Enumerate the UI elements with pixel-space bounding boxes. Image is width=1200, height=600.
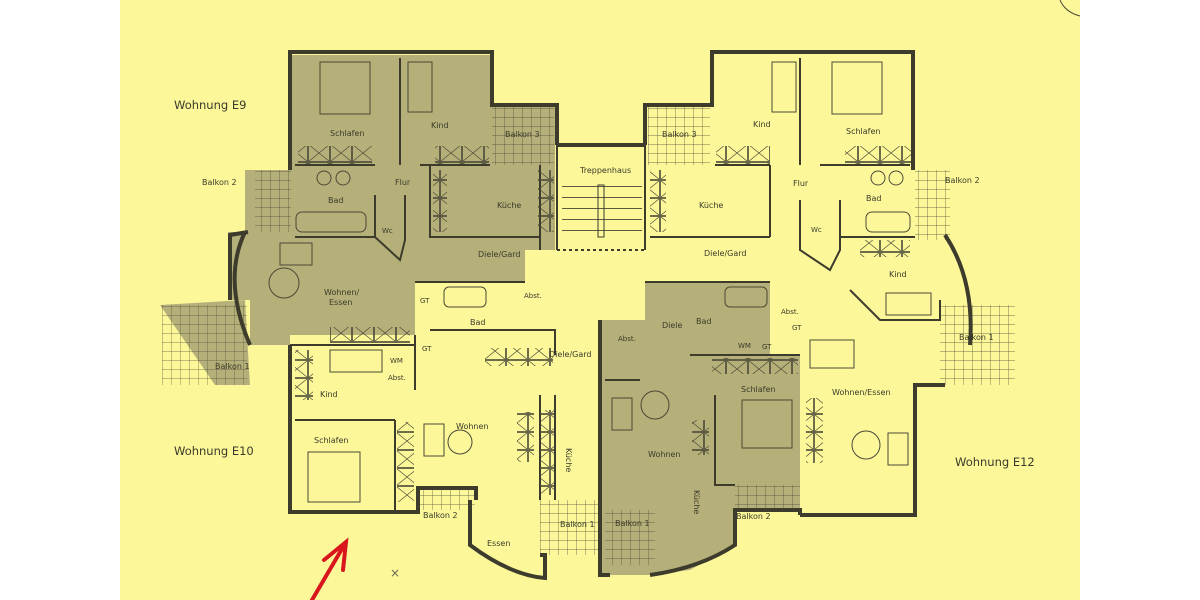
svg-text:Balkon 1: Balkon 1 xyxy=(959,333,994,342)
svg-text:Abst.: Abst. xyxy=(524,292,542,300)
svg-text:Kind: Kind xyxy=(889,270,907,279)
svg-text:WM: WM xyxy=(738,342,751,350)
unit-label-e10: Wohnung E10 xyxy=(174,444,254,458)
corner-arc xyxy=(1059,0,1081,17)
svg-text:Wc: Wc xyxy=(811,226,822,234)
svg-text:Balkon 2: Balkon 2 xyxy=(736,512,771,521)
svg-text:GT: GT xyxy=(422,345,432,353)
svg-text:Schlafen: Schlafen xyxy=(846,127,880,136)
svg-text:GT: GT xyxy=(420,297,430,305)
svg-text:Flur: Flur xyxy=(395,178,411,187)
svg-text:GT: GT xyxy=(762,343,772,351)
unit-label-e9: Wohnung E9 xyxy=(174,98,246,112)
svg-text:Wc: Wc xyxy=(382,227,393,235)
svg-text:Abst.: Abst. xyxy=(388,374,406,382)
svg-text:Wohnen: Wohnen xyxy=(648,450,680,459)
svg-text:Bad: Bad xyxy=(866,194,881,203)
svg-text:Balkon 2: Balkon 2 xyxy=(423,511,458,520)
svg-text:Bad: Bad xyxy=(696,317,711,326)
svg-text:Balkon 1: Balkon 1 xyxy=(215,362,250,371)
svg-text:Küche: Küche xyxy=(564,448,573,472)
svg-text:Balkon 3: Balkon 3 xyxy=(505,130,540,139)
svg-text:Kind: Kind xyxy=(320,390,338,399)
svg-text:Wohnen/Essen: Wohnen/Essen xyxy=(832,388,891,397)
staircase xyxy=(562,178,642,238)
unit-e9 xyxy=(160,55,555,385)
svg-text:Diele/Gard: Diele/Gard xyxy=(478,250,520,259)
svg-text:Essen: Essen xyxy=(487,539,510,548)
svg-text:Küche: Küche xyxy=(692,490,701,514)
svg-text:Balkon 2: Balkon 2 xyxy=(945,176,980,185)
stair-rail xyxy=(597,184,605,238)
svg-text:Abst.: Abst. xyxy=(618,335,636,343)
balconies xyxy=(420,105,1015,555)
svg-text:Schlafen: Schlafen xyxy=(741,385,775,394)
svg-text:Kind: Kind xyxy=(753,120,771,129)
svg-text:WM: WM xyxy=(390,357,403,365)
walls xyxy=(228,50,973,581)
svg-text:Diele/Gard: Diele/Gard xyxy=(549,350,591,359)
svg-text:Diele/Gard: Diele/Gard xyxy=(704,249,746,258)
furniture xyxy=(268,61,932,503)
svg-text:Abst.: Abst. xyxy=(781,308,799,316)
svg-text:Diele: Diele xyxy=(662,321,683,330)
svg-text:Wohnen: Wohnen xyxy=(456,422,488,431)
svg-text:Küche: Küche xyxy=(699,201,723,210)
svg-text:Balkon 1: Balkon 1 xyxy=(560,520,595,529)
svg-text:Flur: Flur xyxy=(793,179,809,188)
svg-text:Bad: Bad xyxy=(470,318,485,327)
x-mark: × xyxy=(390,566,400,580)
svg-text:Schlafen: Schlafen xyxy=(314,436,348,445)
interior-walls xyxy=(290,58,941,512)
north-arrow xyxy=(310,537,349,600)
unit-label-e12: Wohnung E12 xyxy=(955,455,1035,469)
svg-text:Bad: Bad xyxy=(328,196,343,205)
svg-text:Wohnen/: Wohnen/ xyxy=(324,288,359,297)
svg-text:Essen: Essen xyxy=(329,298,352,307)
svg-text:Schlafen: Schlafen xyxy=(330,129,364,138)
svg-text:Kind: Kind xyxy=(431,121,449,130)
treppenhaus-label: Treppenhaus xyxy=(579,166,631,175)
svg-text:GT: GT xyxy=(792,324,802,332)
svg-text:Balkon 3: Balkon 3 xyxy=(662,130,697,139)
svg-text:Balkon 2: Balkon 2 xyxy=(202,178,237,187)
closets xyxy=(295,146,911,502)
svg-text:Balkon 1: Balkon 1 xyxy=(615,519,650,528)
svg-text:Küche: Küche xyxy=(497,201,521,210)
labels: Wohnung E9 Wohnung E10 Wohnung E12 Schla… xyxy=(174,98,1035,548)
